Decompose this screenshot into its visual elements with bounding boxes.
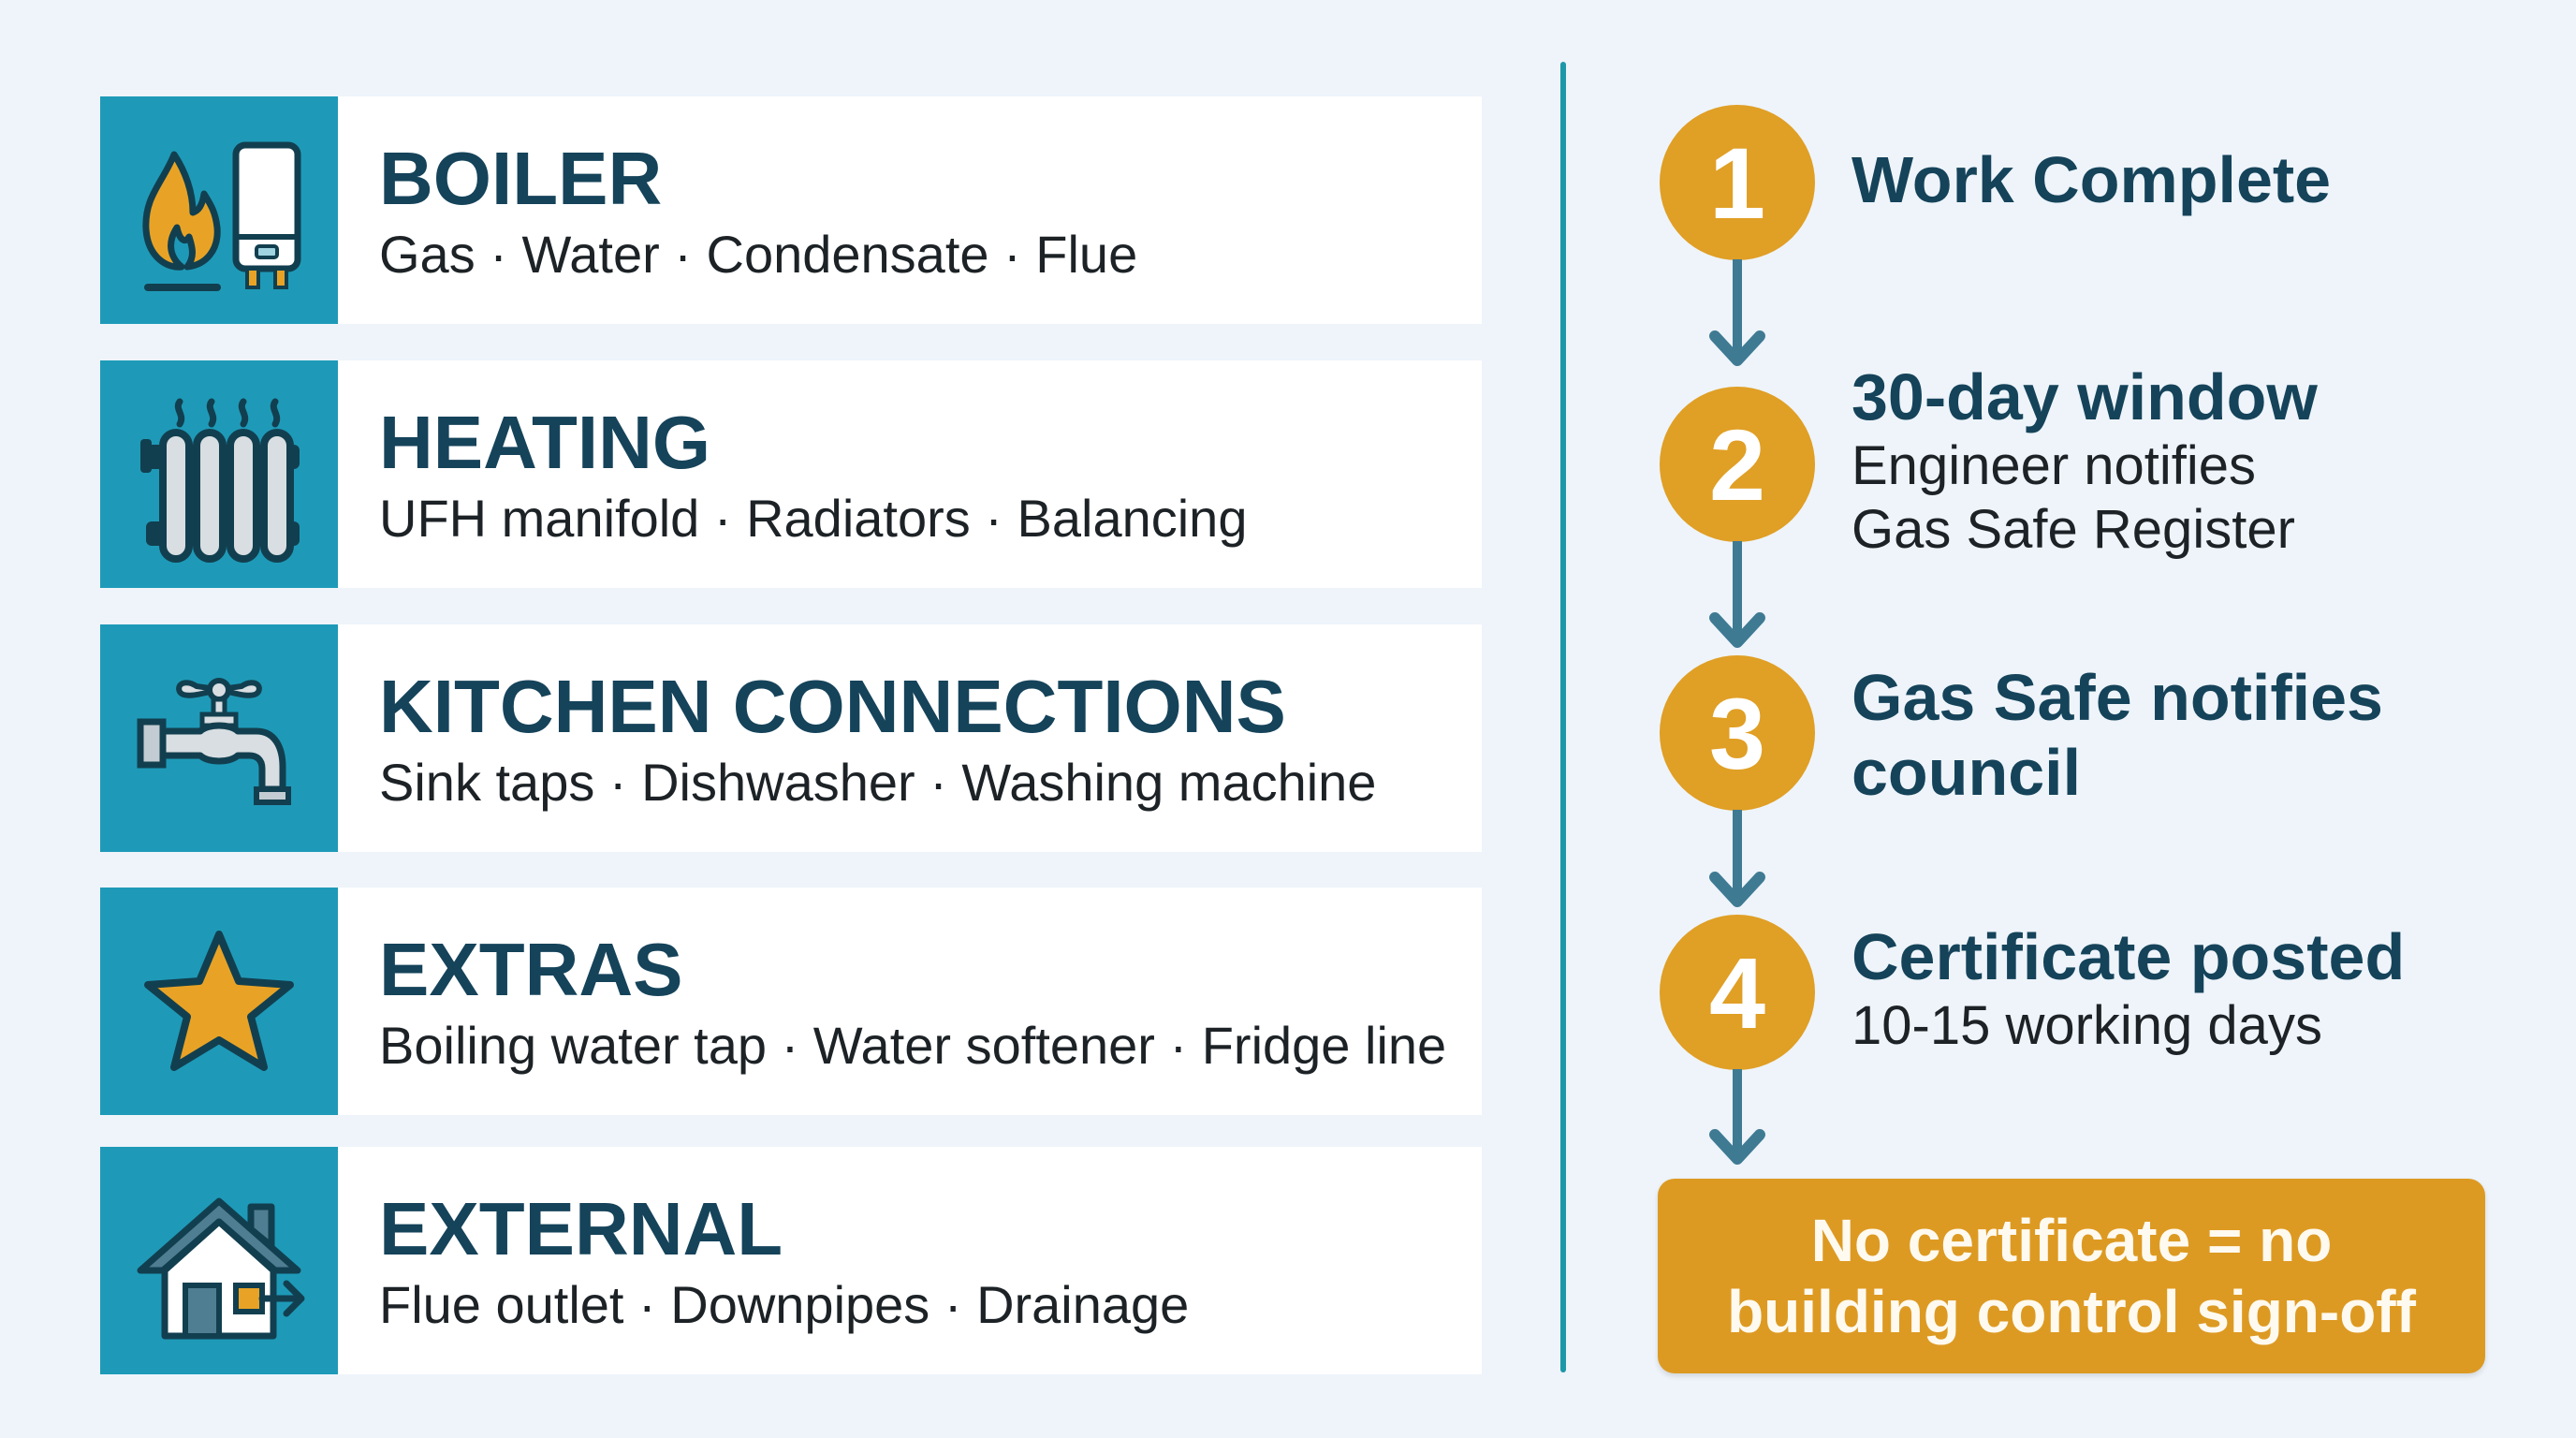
card-items: Gas · Water · Condensate · Flue <box>379 224 1138 284</box>
category-card-external: EXTERNAL Flue outlet · Downpipes · Drain… <box>100 1147 1482 1374</box>
step-1-badge: 1 <box>1660 105 1815 260</box>
card-items: Boiling water tap · Water softener · Fri… <box>379 1015 1447 1075</box>
radiator-icon <box>140 398 300 563</box>
card-items: Flue outlet · Downpipes · Drainage <box>379 1274 1190 1334</box>
external-icon-box <box>100 1147 338 1374</box>
step-1-text: Work Complete <box>1852 142 2331 217</box>
step-4-text: Certificate posted 10-15 working days <box>1852 919 2405 1058</box>
step-4-title: Certificate posted <box>1852 920 2406 993</box>
card-text: EXTERNAL Flue outlet · Downpipes · Drain… <box>338 1147 1189 1374</box>
card-items: UFH manifold · Radiators · Balancing <box>379 488 1248 548</box>
step-4-line-1: 10-15 working days <box>1852 995 2322 1056</box>
card-title: KITCHEN CONNECTIONS <box>379 664 1286 748</box>
star-icon <box>144 930 294 1071</box>
warning-line-1: No certificate = no <box>1810 1207 2333 1274</box>
step-2-line-2: Gas Safe Register <box>1852 499 2295 560</box>
step-3-title-line-2: council <box>1852 736 2082 809</box>
step-3-title-line-1: Gas Safe notifies <box>1852 661 2383 734</box>
card-text: HEATING UFH manifold · Radiators · Balan… <box>338 360 1247 588</box>
step-3-badge: 3 <box>1660 655 1815 811</box>
tap-icon <box>137 677 291 805</box>
step-1-title: Work Complete <box>1852 143 2332 216</box>
heating-icon-box <box>100 360 338 588</box>
down-arrow-icon <box>1709 810 1765 907</box>
step-2-title: 30-day window <box>1852 360 2318 433</box>
house-flue-icon <box>137 1197 305 1339</box>
category-card-heating: HEATING UFH manifold · Radiators · Balan… <box>100 360 1482 588</box>
extras-icon-box <box>100 888 338 1115</box>
card-title: EXTERNAL <box>379 1186 783 1270</box>
category-card-boiler: BOILER Gas · Water · Condensate · Flue <box>100 96 1482 324</box>
card-title: HEATING <box>379 400 711 484</box>
boiler-icon-box <box>100 96 338 324</box>
kitchen-icon-box <box>100 624 338 852</box>
vertical-divider <box>1560 62 1566 1372</box>
boiler-flame-icon <box>142 141 301 291</box>
step-3-text: Gas Safe notifies council <box>1852 660 2383 810</box>
down-arrow-icon <box>1709 1069 1765 1165</box>
down-arrow-icon <box>1709 259 1765 366</box>
down-arrow-icon <box>1709 541 1765 648</box>
step-2-line-1: Engineer notifies <box>1852 435 2257 496</box>
card-text: EXTRAS Boiling water tap · Water softene… <box>338 888 1446 1115</box>
warning-banner: No certificate = no building control sig… <box>1658 1179 2485 1373</box>
card-title: BOILER <box>379 136 663 220</box>
step-2-text: 30-day window Engineer notifies Gas Safe… <box>1852 360 2318 562</box>
card-title: EXTRAS <box>379 927 683 1011</box>
step-4-badge: 4 <box>1660 915 1815 1070</box>
category-card-kitchen: KITCHEN CONNECTIONS Sink taps · Dishwash… <box>100 624 1482 852</box>
card-text: KITCHEN CONNECTIONS Sink taps · Dishwash… <box>338 624 1376 852</box>
card-text: BOILER Gas · Water · Condensate · Flue <box>338 96 1137 324</box>
card-items: Sink taps · Dishwasher · Washing machine <box>379 752 1377 812</box>
category-card-extras: EXTRAS Boiling water tap · Water softene… <box>100 888 1482 1115</box>
step-2-badge: 2 <box>1660 387 1815 542</box>
warning-line-2: building control sign-off <box>1727 1278 2416 1345</box>
